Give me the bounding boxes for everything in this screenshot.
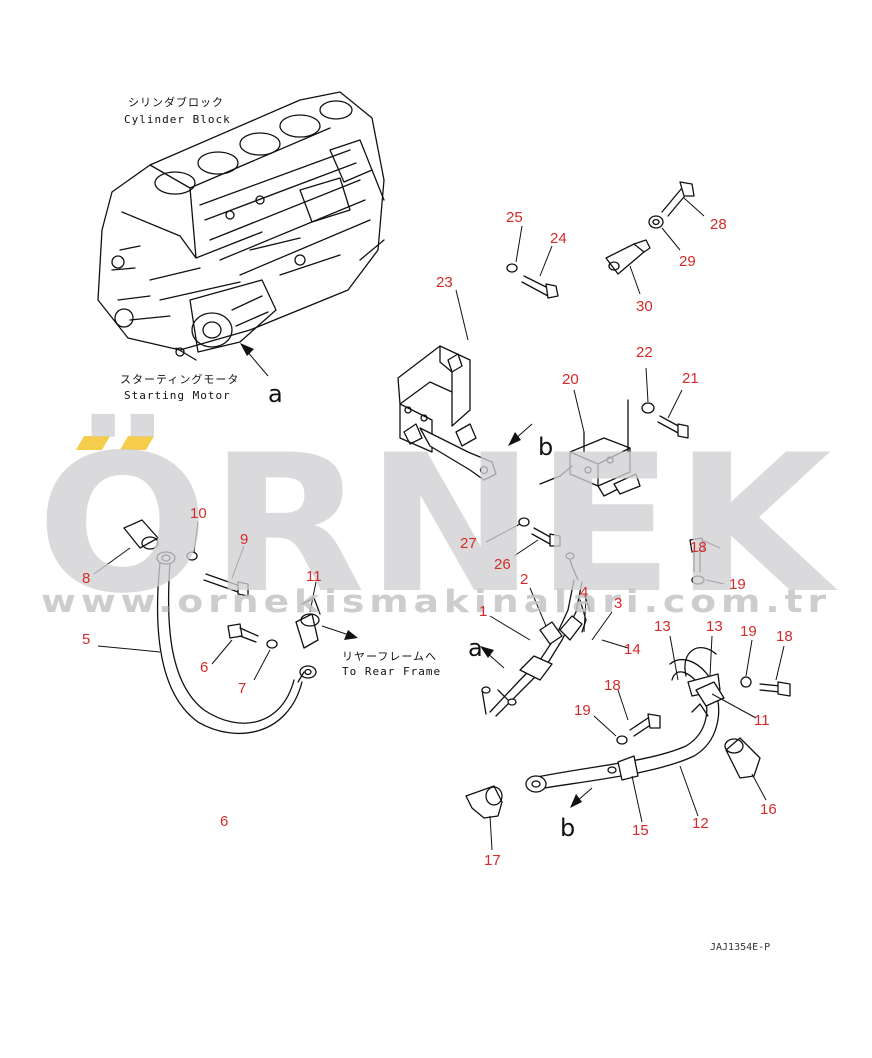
callout-16: 16	[760, 801, 777, 818]
boot-8-drawing	[123, 519, 159, 550]
bolt-24-drawing	[521, 275, 559, 299]
harness-arrow-a	[480, 646, 505, 669]
callout-15: 15	[632, 822, 649, 839]
drawing-code: JAJ1354E-P	[710, 942, 770, 953]
ref-letter-a-engine: a	[268, 380, 283, 408]
cylinder-block-drawing	[97, 91, 385, 351]
callout-22: 22	[636, 344, 653, 361]
callout-12: 12	[692, 815, 709, 832]
rear-frame-jp-label: リヤーフレームへ	[342, 650, 437, 663]
rear-frame-en-label: To Rear Frame	[342, 665, 441, 678]
callout-13-left: 13	[654, 618, 671, 635]
callout-18-right: 18	[776, 628, 793, 645]
callout-13-right: 13	[706, 618, 723, 635]
washer-7-drawing	[266, 639, 278, 649]
callout-30: 30	[636, 298, 653, 315]
callout-6-bolt: 6	[200, 659, 208, 676]
cylinder-block-en-label: Cylinder Block	[124, 113, 231, 126]
callout-18-mid: 18	[604, 677, 621, 694]
harness-1-drawing	[481, 552, 591, 717]
callout-25: 25	[506, 209, 523, 226]
callout-7: 7	[238, 680, 246, 697]
terminal-30-drawing	[605, 239, 651, 275]
rear-frame-arrow	[321, 625, 358, 640]
callout-3: 3	[614, 595, 622, 612]
callout-5: 5	[82, 631, 90, 648]
callout-19-top: 19	[729, 576, 746, 593]
washer-29-drawing	[648, 215, 664, 229]
bolt-28-drawing	[661, 181, 695, 217]
boot-16-drawing	[724, 737, 761, 779]
watermark-accent-right	[119, 436, 155, 450]
callout-14: 14	[624, 641, 641, 658]
bolt-18-top-drawing	[689, 537, 705, 573]
callout-18-top: 18	[690, 539, 707, 556]
bolt-21-drawing	[657, 415, 689, 439]
bolt-26-drawing	[531, 527, 561, 547]
ref-letter-b-bracket: b	[538, 433, 553, 461]
callout-numbers: 25 24 28 29 30 23 22 21 20 27 26 18 19 2…	[82, 209, 793, 869]
bracket-drawing	[397, 345, 497, 481]
washer-19-top-drawing	[691, 575, 705, 585]
starting-motor-en-label: Starting Motor	[124, 389, 231, 402]
callout-23: 23	[436, 274, 453, 291]
watermark-accent-left	[75, 436, 111, 450]
bolt-9-drawing	[203, 573, 249, 597]
relay-20-drawing	[539, 399, 641, 497]
watermark-brand: ÖRNEK	[37, 413, 838, 635]
callout-20: 20	[562, 371, 579, 388]
boot-11-right-drawing	[695, 681, 725, 707]
bolt-6-drawing	[227, 623, 259, 643]
ref-letter-b-cable: b	[560, 814, 575, 842]
callout-19-mid: 19	[574, 702, 591, 719]
bolt-18-right-drawing	[759, 681, 791, 697]
cable-12-drawing	[525, 647, 721, 793]
callout-9: 9	[240, 531, 248, 548]
starting-motor-drawing	[175, 279, 277, 361]
callout-11-right: 11	[754, 712, 770, 729]
callout-8: 8	[82, 570, 90, 587]
callout-6-bottom: 6	[220, 813, 228, 830]
boot-11-left-drawing	[295, 597, 321, 649]
callout-10: 10	[190, 505, 207, 522]
watermark: ÖRNEK www.ornekismakinalari.com.tr	[37, 413, 838, 635]
washer-25-drawing	[506, 263, 518, 273]
washer-22-drawing	[641, 402, 655, 414]
washer-19-mid-drawing	[616, 735, 628, 745]
washer-27-drawing	[518, 517, 530, 527]
callout-28: 28	[710, 216, 727, 233]
boot-17-drawing	[465, 785, 503, 819]
washer-10-drawing	[186, 551, 198, 561]
cable-arrow-b	[570, 787, 593, 808]
callout-29: 29	[679, 253, 696, 270]
callout-26: 26	[494, 556, 511, 573]
bolt-18-mid-drawing	[629, 713, 661, 737]
leader-lines	[93, 197, 785, 851]
watermark-url: www.ornekismakinalari.com.tr	[41, 584, 831, 620]
callout-19-right: 19	[740, 623, 757, 640]
callout-4: 4	[580, 584, 588, 601]
starting-motor-jp-label: スターティングモータ	[120, 372, 239, 386]
callout-2: 2	[520, 571, 528, 588]
callout-24: 24	[550, 230, 567, 247]
callout-27: 27	[460, 535, 477, 552]
bracket-arrow-b	[508, 423, 533, 446]
washer-19-right-drawing	[740, 676, 752, 688]
cable-5-drawing	[156, 551, 317, 734]
callout-1: 1	[479, 603, 487, 620]
engine-arrow-a	[240, 343, 269, 377]
cylinder-block-jp-label: シリンダブロック	[128, 95, 224, 109]
ref-letter-a-harness: a	[468, 634, 483, 662]
callout-21: 21	[682, 370, 699, 387]
callout-17: 17	[484, 852, 501, 869]
callout-11-left: 11	[306, 568, 322, 585]
